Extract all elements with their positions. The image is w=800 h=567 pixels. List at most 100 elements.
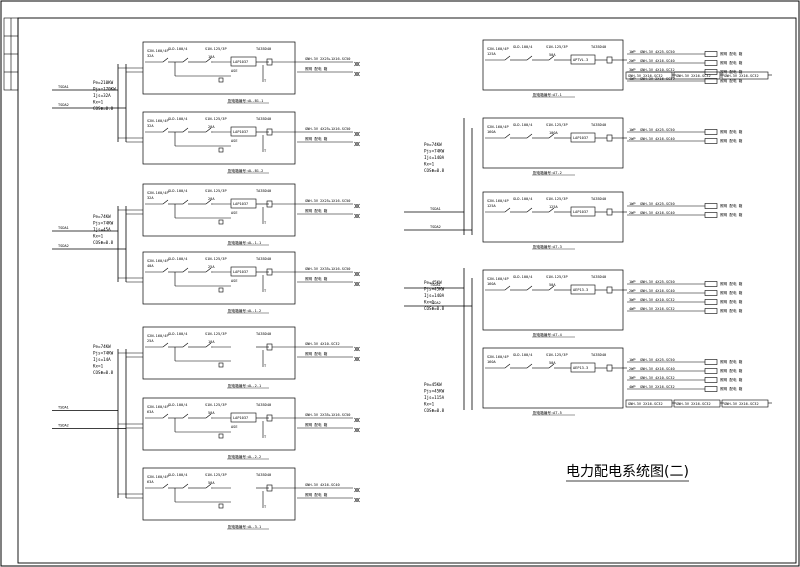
load-symbol — [353, 346, 361, 352]
load-circle — [355, 488, 359, 492]
param-line: Ijs=14A — [93, 357, 111, 362]
load-symbol — [353, 356, 361, 362]
ats-label: ASE — [231, 279, 238, 283]
panel-box — [482, 117, 624, 169]
atse-label: LAP1037 — [233, 202, 248, 206]
output-cable-label: GNH-3V 4X10-SC32 — [640, 68, 675, 72]
switch-label: GLD-100/4 — [168, 117, 187, 121]
output-load-label: 照明 配电 箱 — [305, 66, 328, 71]
breaker-blade — [162, 199, 169, 205]
trip-label: 50A — [549, 283, 556, 287]
load-stroke — [353, 271, 361, 277]
output-load-label: 照明 配电 箱 — [720, 138, 743, 143]
atse-label: LAP1037 — [233, 60, 248, 64]
load-terminal — [704, 359, 718, 365]
load-stroke — [353, 203, 361, 209]
atse-box — [230, 198, 257, 209]
output-load-label: 照明 配电 箱 — [720, 78, 743, 83]
ct-label: TA35D40 — [591, 197, 606, 201]
terminal-box — [218, 219, 224, 225]
param-line: COSΦ=0.8 — [93, 106, 114, 111]
param-line: Pjs=170KW — [93, 87, 116, 92]
breaker-blade — [526, 55, 533, 61]
param-line: Ijs=140A — [424, 293, 445, 298]
atse-label: LAP1037 — [233, 130, 248, 134]
sub-breaker-label: S1N-125/3P — [205, 403, 227, 407]
bus-label-right: TSDA2 — [58, 103, 69, 107]
param-line: Ijs=45A — [93, 227, 111, 232]
load-box-label: GNH-3V 2X16-SC32 — [724, 402, 759, 406]
output-load-label: 照明 配电 箱 — [720, 129, 743, 134]
output-cable-label: GNH-3V 2X35+1X16-SC50 — [305, 267, 350, 271]
incoming-breaker-label: S2N-160/4P — [487, 355, 509, 359]
bus-label-right: TSDA2 — [430, 301, 441, 305]
meter-box — [606, 56, 613, 64]
output-tag: 2WP — [629, 59, 636, 63]
output-cable-label: GNH-3V 4X16-SC40 — [640, 289, 675, 293]
trip-label: 10A — [208, 55, 215, 59]
load-stroke — [353, 131, 361, 137]
breaker-blade — [162, 57, 169, 63]
sub-breaker-label: S1N-125/3P — [546, 123, 568, 127]
switch-label: GLD-100/4 — [513, 353, 532, 357]
param-line: Kx=1 — [424, 300, 435, 305]
terminal-box — [218, 147, 224, 153]
breaker-blade — [526, 363, 533, 369]
atse-box — [230, 412, 257, 423]
meter-tag: T — [264, 505, 267, 509]
drawing-title: 电力配电系统图(二) — [566, 464, 689, 480]
incoming-breaker-label: S2N-160/4P — [487, 125, 509, 129]
switch-label: GLD-100/4 — [168, 189, 187, 193]
load-box-label: GNH-3V 2X16-SC32 — [628, 74, 663, 78]
breaker-blade — [182, 127, 189, 133]
output-cable-label: GNH-3V 2X35+1X16-SC50 — [305, 413, 350, 417]
breaker-blade — [548, 363, 555, 369]
load-stroke — [353, 281, 361, 287]
breaker-blade — [182, 413, 189, 419]
load-terminal — [704, 281, 718, 287]
param-line: Pe=45KW — [424, 280, 442, 285]
param-line: Pjs=74KW — [424, 149, 445, 154]
incoming-breaker-label: S2N-160/4P — [147, 259, 169, 263]
rating-label: 32A — [147, 124, 154, 128]
trip-label: 50A — [549, 361, 556, 365]
switch-label: GLD-100/4 — [513, 275, 532, 279]
output-cable-label: GNH-3V 4X10-SC32 — [305, 342, 340, 346]
output-load-label: 照明 配电 箱 — [720, 359, 743, 364]
sub-breaker-label: S1N-125/3P — [546, 275, 568, 279]
atse-box — [570, 362, 596, 373]
output-cable-label: GNH-3V 4X25-SC50 — [640, 202, 675, 206]
bus-label-right: TSDA2 — [58, 424, 69, 428]
load-stroke — [353, 61, 361, 67]
load-symbol — [353, 203, 361, 209]
rating-label: 160A — [487, 282, 496, 286]
breaker-blade — [205, 267, 212, 273]
load-box — [625, 71, 673, 80]
param-line: Kx=1 — [93, 100, 104, 105]
incoming-breaker-label: S2N-160/4P — [147, 334, 169, 338]
load-box — [721, 399, 769, 408]
ct-label: TA35D40 — [591, 45, 606, 49]
panel-note: 配电箱编号:AL-B1-2 — [228, 168, 263, 173]
load-box — [673, 399, 721, 408]
load-symbol — [353, 131, 361, 137]
atse-label: LAP1037 — [233, 416, 248, 420]
incoming-breaker-label: S2N-160/4P — [487, 47, 509, 51]
terminal-box — [218, 433, 224, 439]
rating-label: 160A — [487, 130, 496, 134]
param-line: Pe=74KW — [93, 214, 111, 219]
load-symbol — [353, 497, 361, 503]
output-cable-label: GNH-3V 4X25-SC50 — [640, 358, 675, 362]
meter-tag: T — [264, 364, 267, 368]
load-circle — [355, 428, 359, 432]
atse-label: AEP13-3 — [573, 288, 588, 292]
output-cable-label: GNH-3V 2X16-SC32 — [640, 385, 675, 389]
panel-note: 配电箱编号:AL-1-2 — [228, 308, 261, 313]
switch-label: GLD-100/4 — [513, 123, 532, 127]
